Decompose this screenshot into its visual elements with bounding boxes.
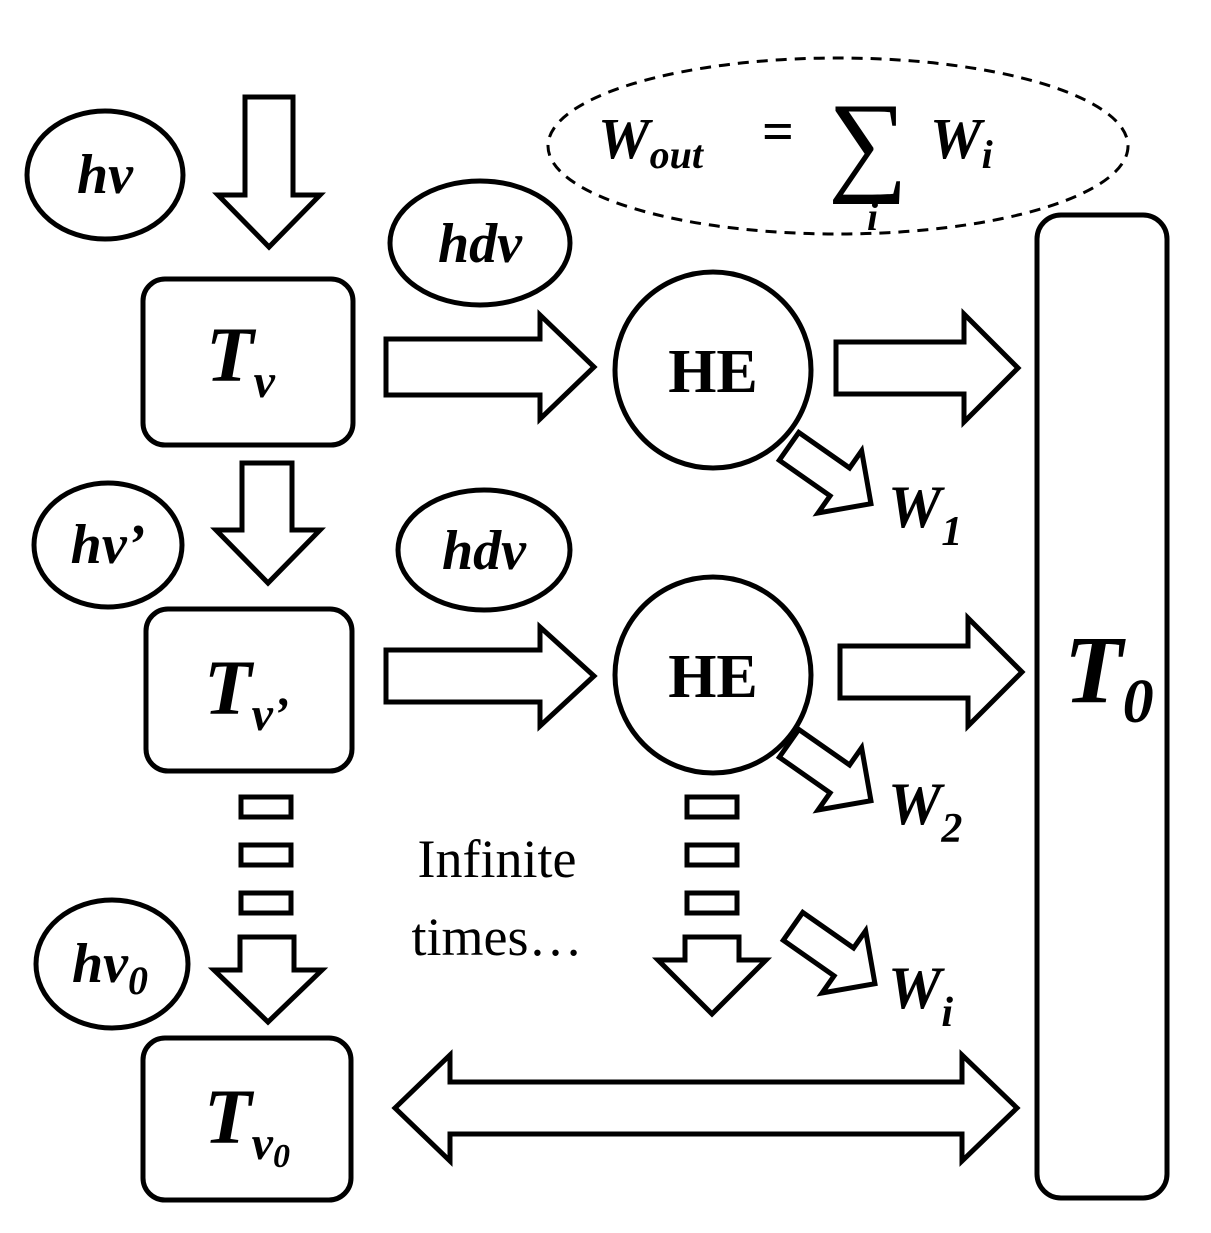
down-arrow-hv <box>212 94 326 251</box>
reservoir-t0: T0 <box>1034 212 1170 1201</box>
svg-text:hdv: hdv <box>438 213 523 275</box>
work-arrow-i <box>779 908 878 997</box>
hv0-ellipse <box>33 897 191 1031</box>
svg-text:hv0: hv0 <box>72 933 148 1003</box>
down-arrow-hv-prime <box>210 460 326 587</box>
work-label-1: W1 <box>888 474 962 555</box>
hdv-label-1: hdv <box>387 178 573 308</box>
hv-label: hv <box>24 108 186 242</box>
continuation-dots-left <box>238 794 294 916</box>
double-arrow-tv0-t0 <box>391 1049 1021 1167</box>
total-work-formula: Wout = ∑ i Wi <box>546 56 1130 239</box>
hdv-ellipse-1 <box>387 178 573 308</box>
work-label-i: Wi <box>888 955 953 1036</box>
work-label-2: W2 <box>888 771 962 852</box>
svg-text:Tv0: Tv0 <box>204 1073 290 1175</box>
arrow-tv-to-he1 <box>383 309 598 425</box>
box-tv-prime: Tv’ <box>143 606 355 774</box>
heat-engine-2: HE <box>612 574 814 776</box>
svg-text:hv’: hv’ <box>71 514 146 576</box>
arrow-tvp-to-he2 <box>383 621 598 732</box>
formula-sigma: ∑ <box>828 81 908 205</box>
svg-text:times…: times… <box>412 907 583 967</box>
svg-text:HE: HE <box>668 338 758 406</box>
formula-rhs: Wi <box>930 106 993 177</box>
hdv-ellipse-2 <box>395 487 573 613</box>
arrow-he2-to-t0 <box>837 611 1026 733</box>
svg-text:Tv’: Tv’ <box>204 644 289 741</box>
arrow-he1-to-t0 <box>833 307 1022 429</box>
work-arrow-1 <box>775 428 874 517</box>
formula-sigma-index: i <box>867 194 878 239</box>
box-tv0: Tv0 <box>140 1035 354 1203</box>
box-tv: Tv <box>140 276 356 448</box>
formula-equals: = <box>762 101 794 163</box>
down-arrow-middle <box>651 934 773 1018</box>
infinite-times-note: Infinite times… <box>412 829 583 967</box>
svg-text:hv: hv <box>77 144 134 206</box>
hdv-label-2: hdv <box>395 487 573 613</box>
formula-ellipse <box>546 56 1130 236</box>
svg-text:Tv: Tv <box>206 311 276 408</box>
formula-lhs: Wout <box>598 106 705 177</box>
heat-engine-1: HE <box>612 269 814 471</box>
svg-text:hdv: hdv <box>442 520 527 582</box>
down-arrow-hv0 <box>207 934 329 1026</box>
hv-ellipse <box>24 108 186 242</box>
work-arrow-2 <box>775 725 874 814</box>
svg-text:HE: HE <box>668 643 758 711</box>
continuation-dots-middle <box>684 794 740 916</box>
hv0-label: hv0 <box>33 897 191 1031</box>
hv-prime-label: hv’ <box>31 480 185 610</box>
hv-prime-ellipse <box>31 480 185 610</box>
svg-text:Infinite: Infinite <box>418 829 577 889</box>
svg-text:T0: T0 <box>1064 616 1154 736</box>
